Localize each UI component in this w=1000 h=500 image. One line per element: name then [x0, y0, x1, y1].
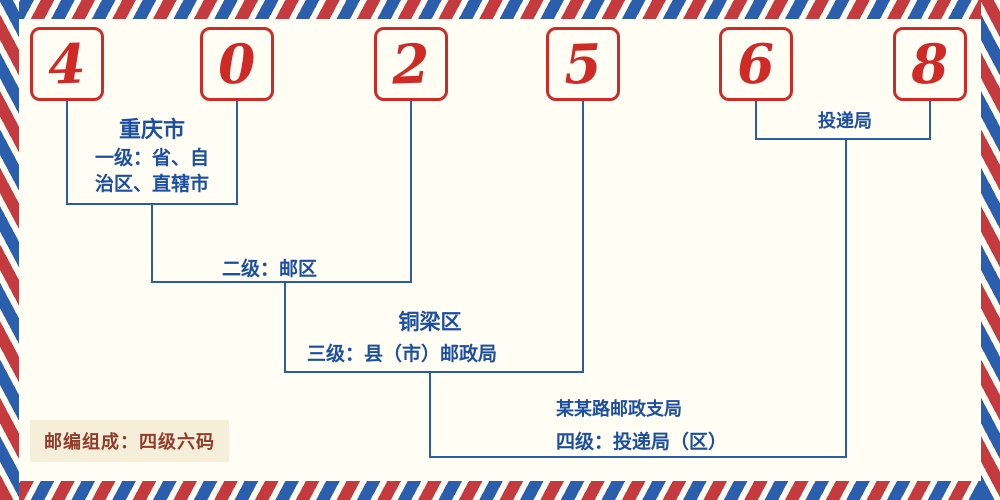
postal-digit-box-2: 0	[200, 27, 274, 101]
connector-line-l4-stem	[845, 140, 847, 458]
connector-line-l1-bottom	[66, 203, 238, 205]
level1-desc-line1: 一级：省、自	[94, 148, 209, 169]
postal-digit-6: 8	[910, 31, 950, 97]
postal-code-composition-note: 邮编组成：四级六码	[30, 420, 229, 462]
airmail-border-bottom	[0, 481, 1000, 500]
connector-line-l3-stem	[582, 101, 584, 373]
postal-digit-box-5: 6	[719, 27, 793, 101]
airmail-border-left	[0, 0, 19, 500]
connector-line-delivery-left	[755, 101, 757, 140]
postal-digit-2: 0	[217, 31, 257, 97]
postal-digit-1: 4	[47, 31, 87, 97]
connector-line-l3-bottom	[284, 371, 584, 373]
level4-branch-label: 某某路邮政支局	[556, 399, 682, 419]
connector-line-l1-left	[66, 101, 68, 205]
connector-line-l4-bottom	[429, 456, 847, 458]
level4-desc-label: 四级：投递局（区）	[556, 432, 728, 453]
connector-line-l1-drop	[151, 205, 153, 283]
connector-line-l2-drop	[284, 283, 286, 373]
level3-desc-label: 三级：县（市）邮政局	[307, 344, 498, 365]
postal-digit-box-4: 5	[546, 27, 620, 101]
level1-city-label: 重庆市	[118, 117, 185, 142]
level1-desc-line2: 治区、直辖市	[94, 174, 209, 195]
level2-desc-label: 二级：邮区	[222, 259, 318, 280]
delivery-office-label: 投递局	[818, 111, 872, 131]
postal-digit-4: 5	[563, 31, 603, 97]
level3-district-label: 铜梁区	[398, 311, 462, 334]
connector-line-l1-right	[236, 101, 238, 205]
postal-digit-5: 6	[736, 31, 776, 97]
connector-line-delivery-bottom	[755, 138, 931, 140]
airmail-border-top	[0, 0, 1000, 19]
postal-digit-box-3: 2	[374, 27, 448, 101]
postal-digit-3: 2	[391, 31, 431, 97]
postal-digit-box-1: 4	[30, 27, 104, 101]
connector-line-l2-stem	[410, 101, 412, 283]
connector-line-l3-drop	[429, 373, 431, 458]
connector-line-delivery-right	[929, 101, 931, 140]
connector-line-l2-bottom	[151, 281, 412, 283]
airmail-border-right	[981, 0, 1000, 500]
postal-digit-box-6: 8	[893, 27, 967, 101]
